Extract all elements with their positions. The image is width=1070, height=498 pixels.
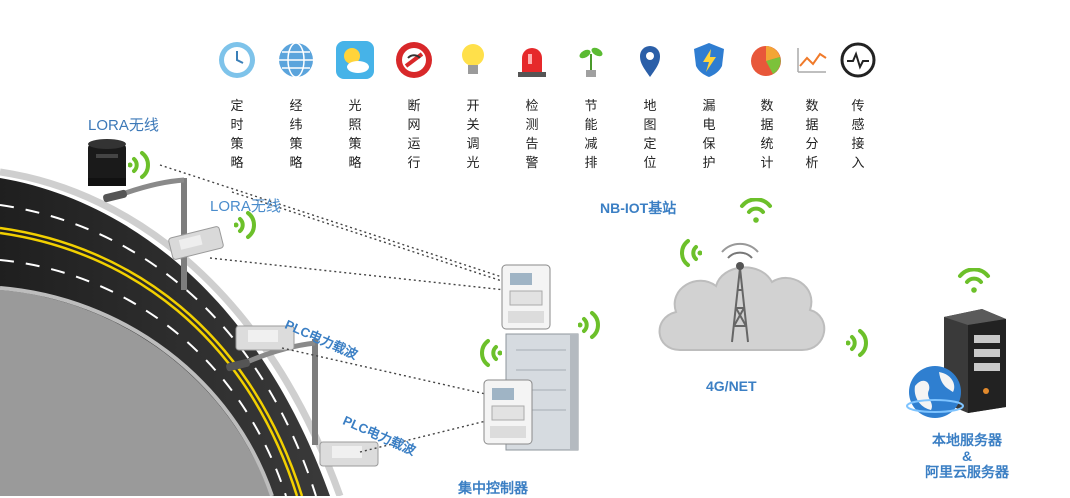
wifi-icon-cabinet-right — [578, 311, 600, 339]
clock-icon — [219, 42, 255, 78]
feature-item: 断网运行 — [392, 40, 436, 173]
server-label-line2: 阿里云服务器 — [925, 464, 1009, 480]
feature-item: 开关调光 — [451, 40, 495, 173]
shield-lightning-icon — [694, 43, 724, 77]
server-label-line1: 本地服务器 — [932, 432, 1002, 448]
feature-label: 数据统计 — [760, 99, 774, 171]
wifi-icon-cloud-right — [846, 329, 868, 357]
controller-label: 集中控制器 — [458, 480, 528, 496]
feature-item: 传感接入 — [836, 40, 880, 173]
cloud-base-station — [658, 242, 826, 351]
feature-label: 检测告警 — [525, 99, 539, 171]
wifi-icon-cabinet-left — [480, 339, 502, 367]
wifi-icon-lora-gateway — [128, 151, 150, 179]
feature-item: 数据分析 — [790, 40, 834, 173]
wifi-icon-cloud-top — [740, 198, 772, 223]
feature-label: 开关调光 — [466, 99, 480, 171]
feature-item: 数据统计 — [745, 40, 789, 173]
sensor-gauge-icon — [840, 42, 876, 78]
sun-cloud-icon — [336, 41, 374, 79]
server-label-amp: & — [961, 448, 973, 464]
lora-label-top: LORA无线 — [88, 117, 159, 134]
globe-icon — [279, 42, 313, 78]
feature-item: 节能减排 — [569, 40, 613, 173]
lora-label-mid: LORA无线 — [210, 198, 281, 215]
nbiot-label: NB-IOT基站 — [600, 200, 677, 216]
feature-label: 节能减排 — [584, 99, 598, 171]
feature-item: 光照策略 — [333, 40, 377, 173]
concentrator-meter-top — [501, 264, 551, 330]
wifi-icon-cloud-left — [680, 239, 702, 267]
feature-item: 定时策略 — [215, 40, 259, 173]
server-label: 本地服务器 & 阿里云服务器 — [904, 432, 1030, 480]
globe-icon — [906, 366, 964, 418]
plc-node-box-bottom — [319, 441, 379, 467]
street-light-top — [103, 177, 187, 290]
feature-label: 经纬策略 — [289, 99, 303, 171]
feature-label: 光照策略 — [348, 99, 362, 171]
feature-item: 地图定位 — [628, 40, 672, 173]
sprout-bulb-icon — [579, 47, 603, 77]
wifi-icon-server — [958, 268, 990, 293]
feature-label: 传感接入 — [851, 99, 865, 171]
light-bulb-icon — [462, 44, 484, 74]
line-chart-icon — [797, 48, 827, 73]
feature-label: 数据分析 — [805, 99, 819, 171]
feature-item: 经纬策略 — [274, 40, 318, 173]
street-light-mid — [226, 339, 318, 445]
wifi-icon-lora-node — [234, 211, 256, 239]
alarm-light-icon — [518, 48, 546, 77]
feature-item: 漏电保护 — [687, 40, 731, 173]
feature-label: 断网运行 — [407, 99, 421, 171]
feature-label: 定时策略 — [230, 99, 244, 171]
feature-label: 漏电保护 — [702, 99, 716, 171]
concentrator-meter-bottom — [483, 379, 533, 445]
lora-gateway-device — [88, 139, 126, 186]
feature-item: 检测告警 — [510, 40, 554, 173]
map-pin-icon — [640, 46, 660, 77]
net-label: 4G/NET — [706, 378, 757, 394]
feature-label: 地图定位 — [643, 99, 657, 171]
plc-node-box-top — [235, 325, 295, 351]
pie-chart-icon — [751, 46, 781, 76]
lora-node-box — [168, 226, 224, 260]
no-signal-icon — [396, 42, 432, 78]
